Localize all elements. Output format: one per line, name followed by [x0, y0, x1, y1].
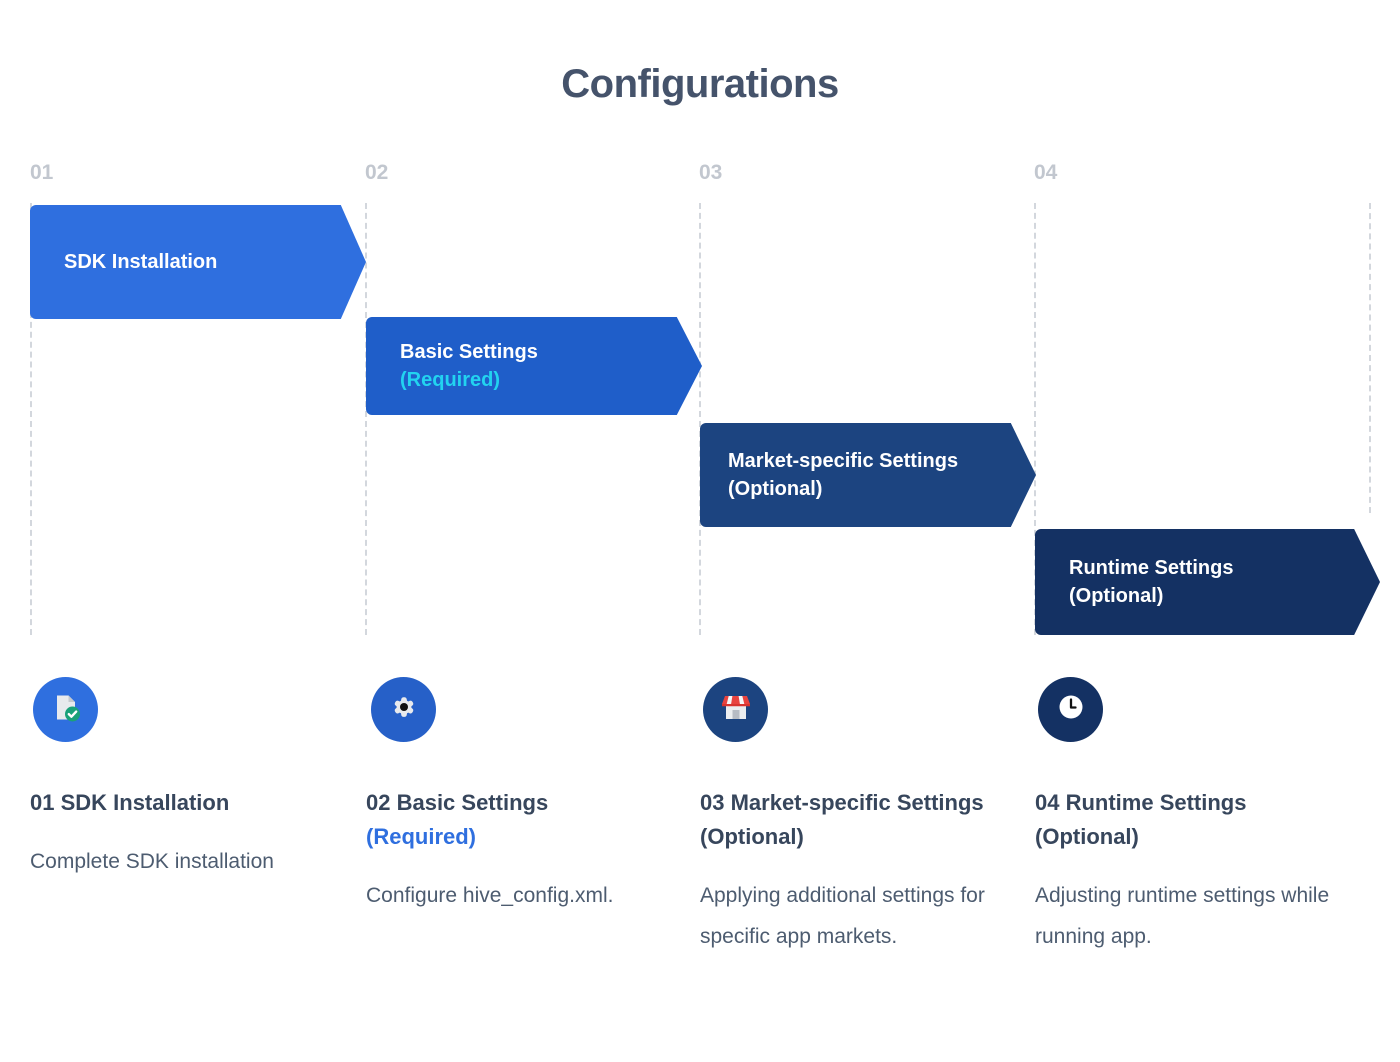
arrow-band-title: Runtime Settings	[1069, 556, 1234, 579]
storefront-icon	[718, 689, 754, 730]
caption-01: 01 SDK Installation Complete SDK install…	[30, 786, 330, 883]
arrow-band-basic-settings[interactable]: Basic Settings (Required)	[366, 317, 702, 415]
caption-title-tag: (Required)	[366, 824, 476, 850]
guide-line-4	[1034, 203, 1036, 635]
arrow-band-market-specific-settings[interactable]: Market-specific Settings (Optional)	[700, 423, 1036, 527]
caption-title: 04 Runtime Settings (Optional)	[1035, 786, 1330, 854]
caption-04: 04 Runtime Settings (Optional) Adjusting…	[1035, 786, 1330, 958]
guide-line-5	[1369, 203, 1371, 513]
guide-line-3	[699, 203, 701, 635]
caption-body: Complete SDK installation	[30, 850, 274, 874]
arrow-band-tag: (Required)	[400, 369, 500, 391]
caption-body: Configure hive_config.xml.	[366, 884, 614, 908]
arrow-band-tag: (Optional)	[728, 478, 823, 500]
arrow-band-title: SDK Installation	[64, 250, 218, 273]
arrow-band-label: Runtime Settings (Optional)	[1035, 554, 1243, 611]
step-number-04: 04	[1034, 161, 1058, 184]
guide-line-1	[30, 203, 32, 635]
clock-icon	[1054, 690, 1088, 729]
caption-03: 03 Market-specific Settings (Optional) A…	[700, 786, 990, 958]
caption-02: 02 Basic Settings (Required) Configure hi…	[366, 786, 666, 917]
arrow-band-label: Market-specific Settings (Optional)	[700, 447, 968, 504]
arrow-band-sdk-installation[interactable]: SDK Installation	[30, 205, 366, 319]
arrow-band-title: Market-specific Settings	[728, 449, 959, 472]
step-number-03: 03	[699, 161, 723, 184]
icon-circle-04	[1038, 677, 1103, 742]
page-title: Configurations	[561, 62, 839, 106]
arrow-band-tag: (Optional)	[1069, 585, 1164, 607]
caption-body: Applying additional settings for specifi…	[700, 884, 985, 949]
caption-body: Adjusting runtime settings while running…	[1035, 884, 1330, 949]
caption-title: 03 Market-specific Settings (Optional)	[700, 786, 990, 854]
icon-circle-02	[371, 677, 436, 742]
step-number-02: 02	[365, 161, 389, 184]
icon-circle-01	[33, 677, 98, 742]
icon-circle-03	[703, 677, 768, 742]
step-number-01: 01	[30, 161, 54, 184]
caption-title: 01 SDK Installation	[30, 786, 330, 820]
arrow-band-runtime-settings[interactable]: Runtime Settings (Optional)	[1035, 529, 1380, 635]
gear-icon	[387, 690, 421, 729]
caption-title-text: 04 Runtime Settings (Optional)	[1035, 790, 1247, 850]
arrow-band-title: Basic Settings	[400, 340, 538, 363]
document-check-icon	[48, 689, 84, 730]
caption-title: 02 Basic Settings (Required)	[366, 786, 666, 854]
arrow-band-label: SDK Installation	[30, 248, 227, 276]
guide-line-2	[365, 203, 367, 635]
caption-title-text: 01 SDK Installation	[30, 790, 230, 815]
caption-title-text: 03 Market-specific Settings (Optional)	[700, 790, 984, 850]
arrow-band-label: Basic Settings (Required)	[366, 338, 548, 395]
caption-title-text: 02 Basic Settings	[366, 790, 549, 815]
